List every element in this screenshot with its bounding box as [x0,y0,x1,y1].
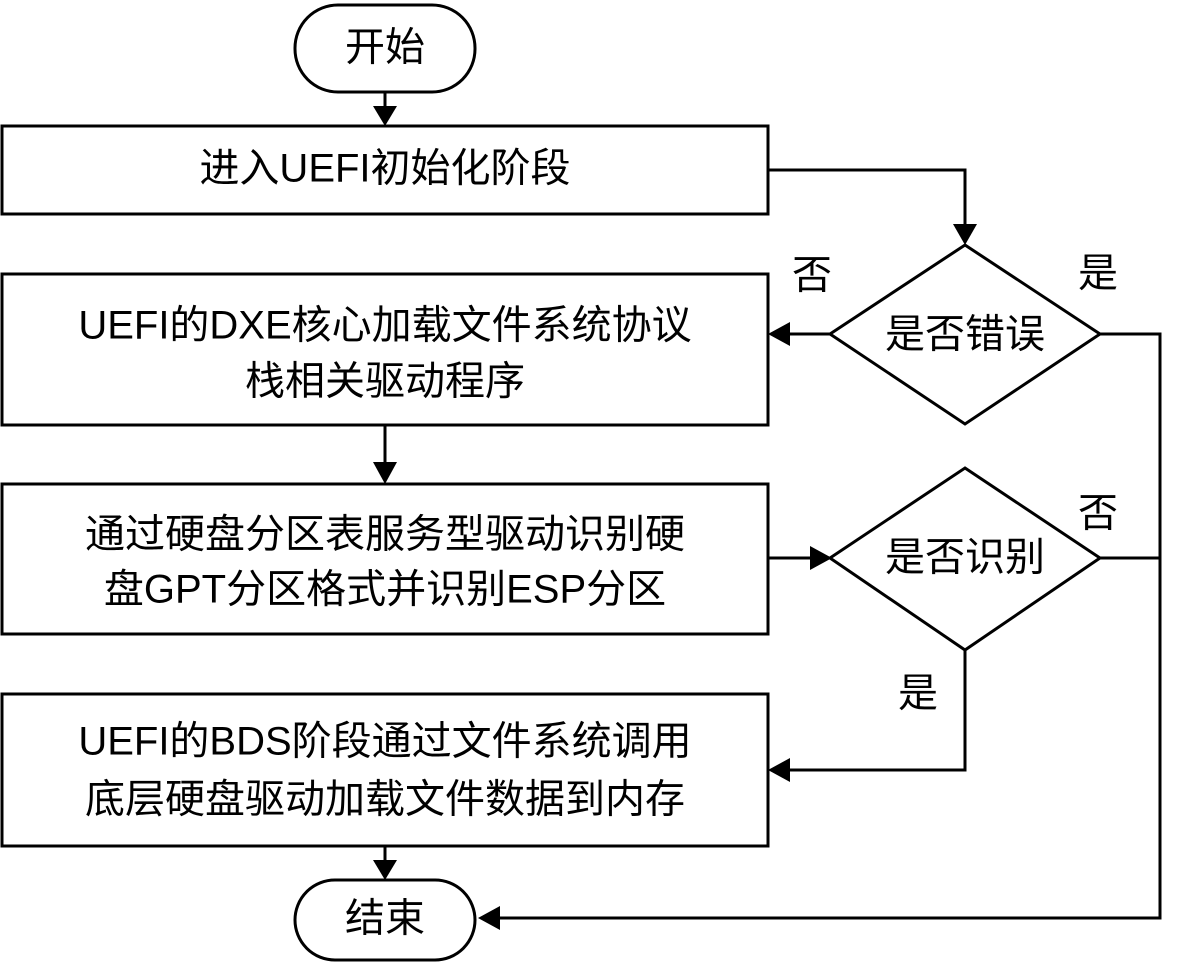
start-terminal: 开始 [293,3,477,94]
edge-bds-to-end [373,846,397,880]
uefi-init-process: 进入UEFI初始化阶段 [0,124,770,216]
edge-gpt-to-identify-decision [768,546,832,570]
uefi-init-label: 进入UEFI初始化阶段 [199,147,570,191]
error-yes-label: 是 [1078,252,1118,296]
bds-load-process: UEFI的BDS阶段通过文件系统调用 底层硬盘驱动加载文件数据到内存 [0,692,770,848]
end-terminal: 结束 [293,878,477,962]
gpt-identify-process: 通过硬盘分区表服务型驱动识别硬 盘GPT分区格式并识别ESP分区 [0,482,770,636]
identify-yes-label: 是 [898,672,938,716]
edge-init-to-error-decision [768,168,977,245]
gpt-identify-label-line-1: 通过硬盘分区表服务型驱动识别硬 [85,513,685,557]
dxe-load-process: UEFI的DXE核心加载文件系统协议 栈相关驱动程序 [0,272,770,427]
end-label: 结束 [345,897,425,941]
edge-start-to-init [373,92,397,126]
bds-load-label-line-1: UEFI的BDS阶段通过文件系统调用 [78,720,691,764]
identify-no-label: 否 [1078,492,1118,536]
error-decision-label: 是否错误 [885,313,1045,357]
dxe-load-label-line-1: UEFI的DXE核心加载文件系统协议 [78,304,691,348]
gpt-identify-label-line-2: 盘GPT分区格式并识别ESP分区 [104,568,666,612]
error-decision: 是否错误 [827,243,1103,426]
start-label: 开始 [345,26,425,70]
bds-load-label-line-2: 底层硬盘驱动加载文件数据到内存 [85,778,685,822]
dxe-load-label-line-2: 栈相关驱动程序 [245,360,525,404]
edge-error-no-to-dxe [768,322,830,346]
identify-decision: 是否识别 [827,466,1103,652]
identify-decision-label: 是否识别 [885,536,1045,580]
edge-dxe-to-gpt [373,425,397,484]
edge-error-yes-to-end [478,332,1162,930]
error-no-label: 否 [792,254,832,298]
edge-identify-yes-to-bds [768,650,967,782]
